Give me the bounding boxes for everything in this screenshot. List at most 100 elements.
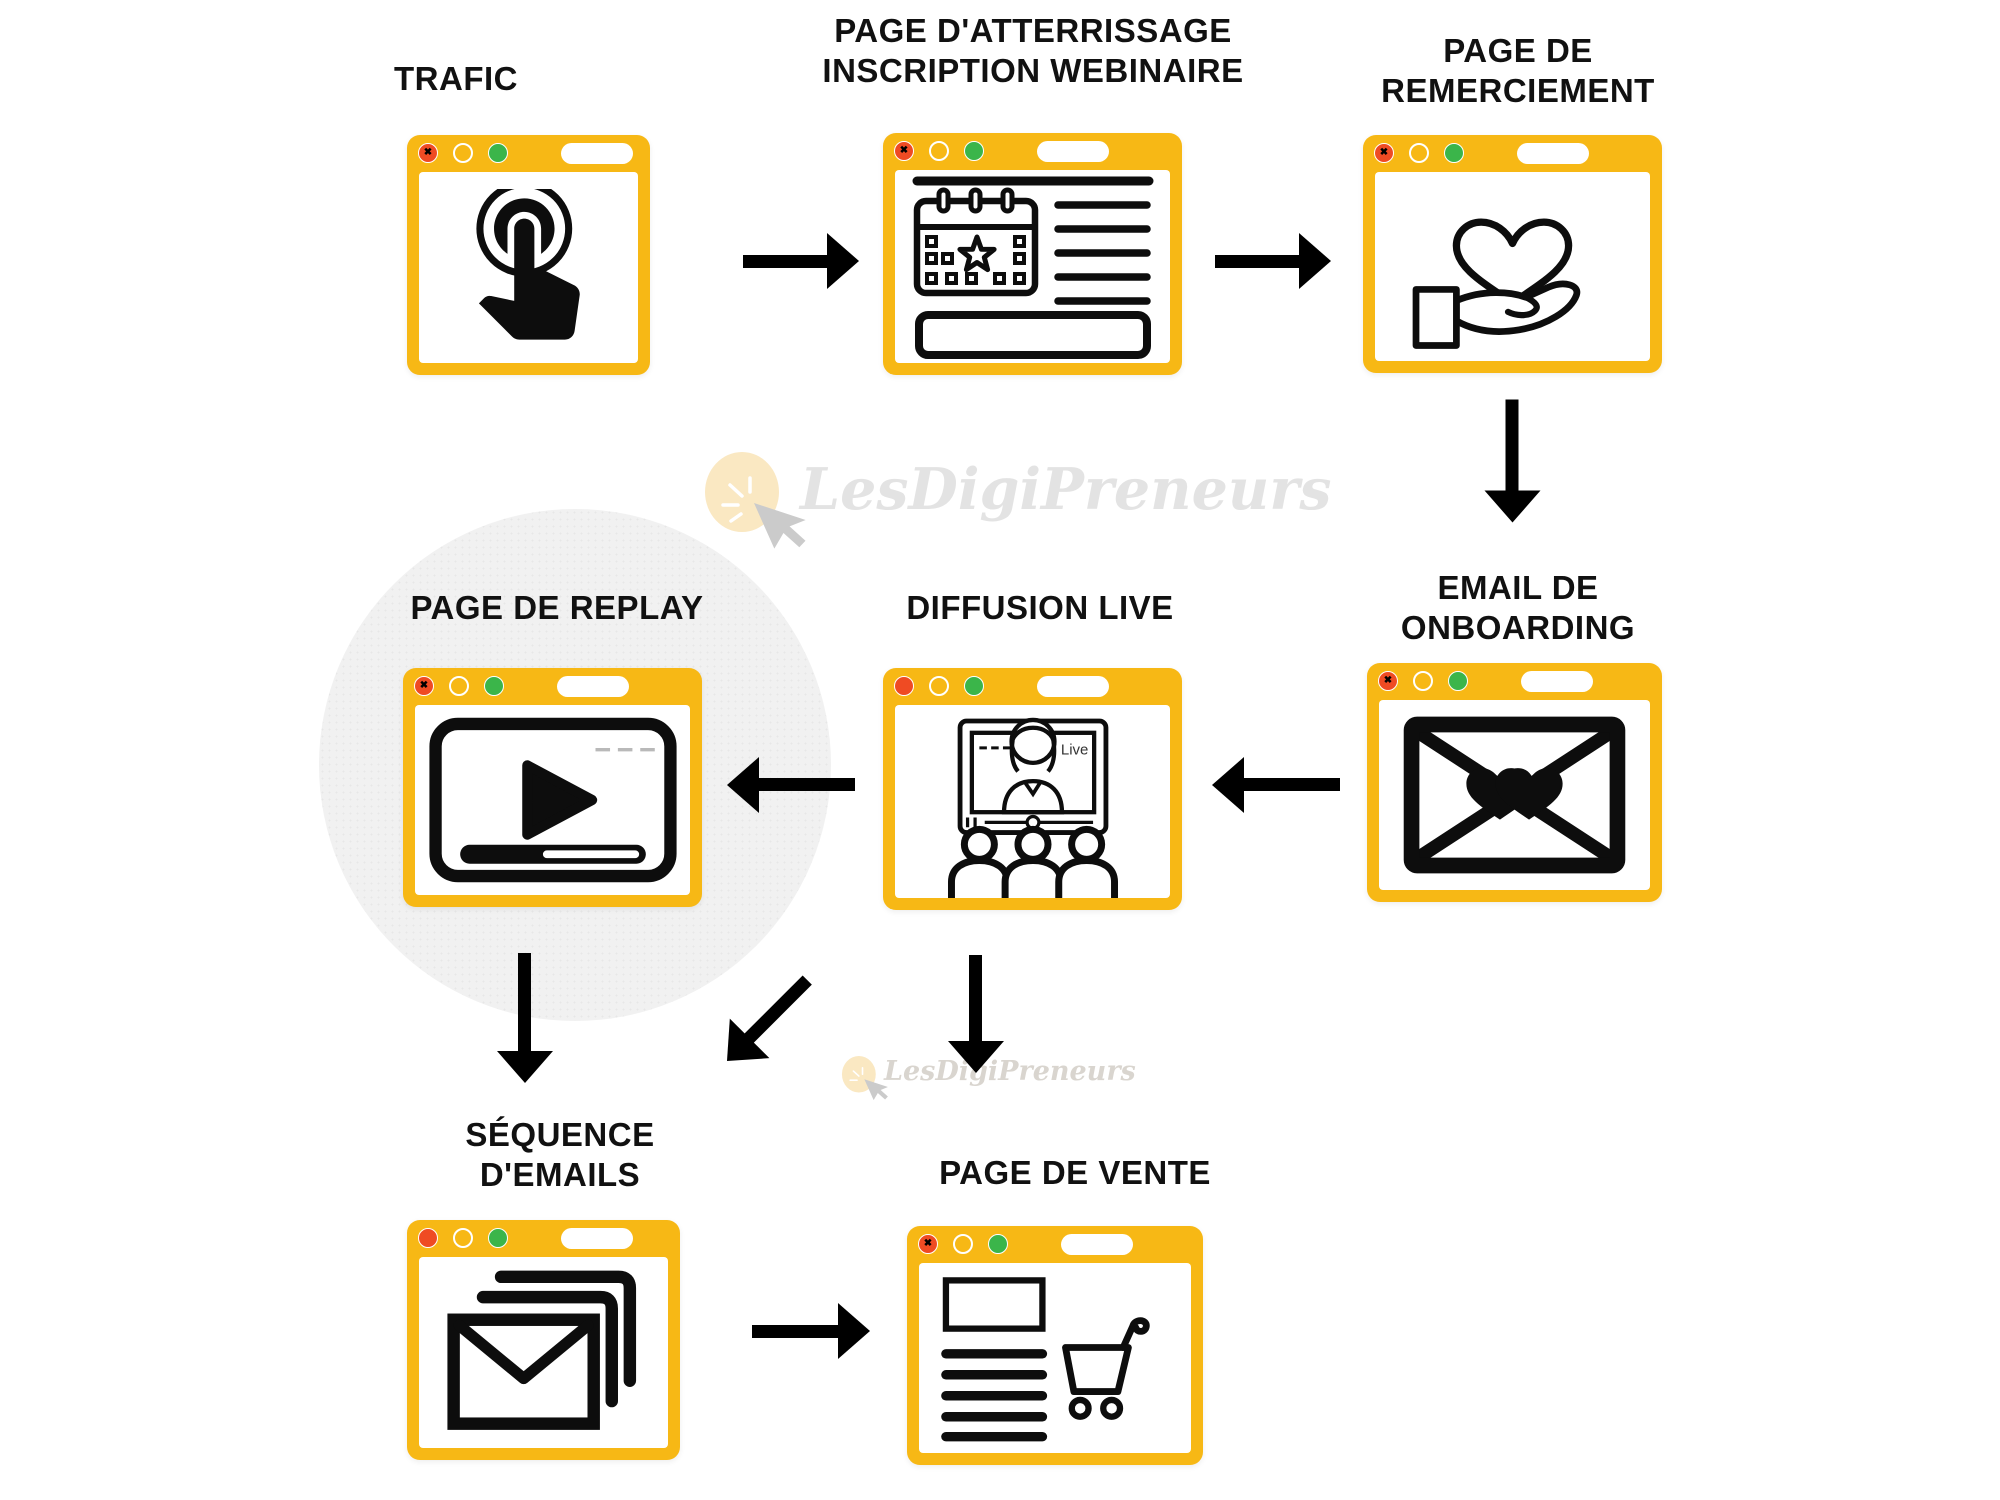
browser-titlebar: ✖ — [403, 668, 702, 705]
close-x-glyph: ✖ — [419, 680, 429, 691]
maximize-icon — [1448, 671, 1468, 691]
close-icon: ✖ — [418, 143, 438, 163]
window-content — [419, 172, 638, 363]
minimize-icon — [453, 1228, 473, 1248]
maximize-icon — [964, 676, 984, 696]
close-x-glyph: ✖ — [899, 145, 909, 156]
browser-window-onboarding: ✖ — [1367, 663, 1662, 902]
browser-titlebar: ✖ — [907, 1226, 1203, 1263]
browser-window-atterrissage: ✖ — [883, 133, 1182, 375]
label-line: D'EMAILS — [479, 1156, 641, 1193]
window-content — [419, 1257, 668, 1448]
brand-watermark-text: LesDigiPreneurs — [884, 1056, 1136, 1087]
arrow-trafic-to-atterrissage — [741, 233, 859, 289]
live-webinar-presenter-audience-icon: Live — [947, 717, 1118, 898]
maximize-icon — [484, 676, 504, 696]
window-content — [1379, 700, 1650, 890]
browser-titlebar: ✖ — [407, 135, 650, 172]
window-content: Live — [895, 705, 1170, 898]
arrow-diffusion-to-replay — [727, 757, 857, 813]
label-line: SÉQUENCE — [465, 1116, 655, 1153]
close-icon — [418, 1228, 438, 1248]
brand-cursor-logo-icon — [841, 1055, 888, 1101]
video-player-icon — [428, 717, 677, 883]
address-bar — [1061, 1234, 1133, 1255]
browser-titlebar — [407, 1220, 680, 1257]
live-badge: Live — [1060, 741, 1088, 758]
close-icon: ✖ — [1378, 671, 1398, 691]
close-x-glyph: ✖ — [423, 147, 433, 158]
node-label-replay: PAGE DE REPLAY — [410, 589, 704, 626]
address-bar — [1521, 671, 1593, 692]
calendar-registration-form-icon — [912, 176, 1153, 359]
close-icon: ✖ — [1374, 143, 1394, 163]
browser-window-diffusion: Live — [883, 668, 1182, 910]
brand-cursor-logo-icon — [705, 452, 806, 549]
node-label-onboarding: EMAIL DE ONBOARDING — [1401, 568, 1635, 648]
arrow-replay-to-sequence — [497, 951, 553, 1083]
browser-window-remerciement: ✖ — [1363, 135, 1662, 373]
node-label-diffusion: DIFFUSION LIVE — [906, 589, 1174, 626]
close-icon: ✖ — [894, 141, 914, 161]
maximize-icon — [988, 1234, 1008, 1254]
label-line: INSCRIPTION WEBINAIRE — [822, 52, 1244, 89]
browser-window-trafic: ✖ — [407, 135, 650, 375]
browser-window-vente: ✖ — [907, 1226, 1203, 1465]
address-bar — [1037, 676, 1109, 697]
maximize-icon — [488, 143, 508, 163]
label-line: ONBOARDING — [1400, 609, 1636, 646]
label-line: REMERCIEMENT — [1381, 72, 1655, 109]
close-icon: ✖ — [414, 676, 434, 696]
label-line: PAGE D'ATTERRISSAGE — [834, 12, 1232, 49]
tap-click-icon — [475, 188, 580, 340]
browser-titlebar — [883, 668, 1182, 705]
arrow-atterrissage-to-remerciement — [1213, 233, 1331, 289]
close-icon: ✖ — [918, 1234, 938, 1254]
address-bar — [561, 143, 633, 164]
minimize-icon — [953, 1234, 973, 1254]
arrow-remerciement-to-onboarding — [1484, 398, 1541, 523]
address-bar — [1517, 143, 1589, 164]
node-label-remerciement: PAGE DE REMERCIEMENT — [1381, 31, 1655, 111]
maximize-icon — [964, 141, 984, 161]
brand-watermark-large: LesDigiPreneurs — [692, 448, 1331, 588]
minimize-icon — [1409, 143, 1429, 163]
brand-watermark-small: LesDigiPreneurs — [836, 1054, 1166, 1124]
browser-window-replay: ✖ — [403, 668, 702, 907]
window-content — [415, 705, 690, 895]
window-content — [1375, 172, 1650, 361]
address-bar — [561, 1228, 633, 1249]
stacked-emails-icon — [446, 1270, 636, 1430]
node-label-atterrissage: PAGE D'ATTERRISSAGE INSCRIPTION WEBINAIR… — [822, 11, 1243, 91]
node-label-vente: PAGE DE VENTE — [939, 1154, 1211, 1191]
address-bar — [557, 676, 629, 697]
minimize-icon — [453, 143, 473, 163]
browser-titlebar: ✖ — [1367, 663, 1662, 700]
arrow-sequence-to-vente — [750, 1303, 870, 1359]
browser-titlebar: ✖ — [883, 133, 1182, 170]
sales-page-shopping-cart-icon — [941, 1277, 1150, 1442]
close-x-glyph: ✖ — [1379, 147, 1389, 158]
browser-window-sequence — [407, 1220, 680, 1460]
browser-titlebar: ✖ — [1363, 135, 1662, 172]
minimize-icon — [929, 141, 949, 161]
love-letter-envelope-icon — [1403, 716, 1626, 874]
hand-holding-heart-icon — [1412, 217, 1581, 349]
arrow-diffusion-to-vente — [948, 953, 1004, 1073]
label-line: EMAIL DE — [1437, 569, 1599, 606]
close-icon — [894, 676, 914, 696]
cursor-arrow-icon — [754, 503, 806, 549]
node-label-trafic: TRAFIC — [394, 60, 518, 97]
minimize-icon — [1413, 671, 1433, 691]
arrow-onboarding-to-diffusion — [1212, 757, 1342, 813]
minimize-icon — [449, 676, 469, 696]
minimize-icon — [929, 676, 949, 696]
brand-watermark-text: LesDigiPreneurs — [800, 456, 1332, 523]
maximize-icon — [488, 1228, 508, 1248]
address-bar — [1037, 141, 1109, 162]
maximize-icon — [1444, 143, 1464, 163]
close-x-glyph: ✖ — [1383, 675, 1393, 686]
label-line: PAGE DE — [1443, 32, 1593, 69]
close-x-glyph: ✖ — [923, 1238, 933, 1249]
